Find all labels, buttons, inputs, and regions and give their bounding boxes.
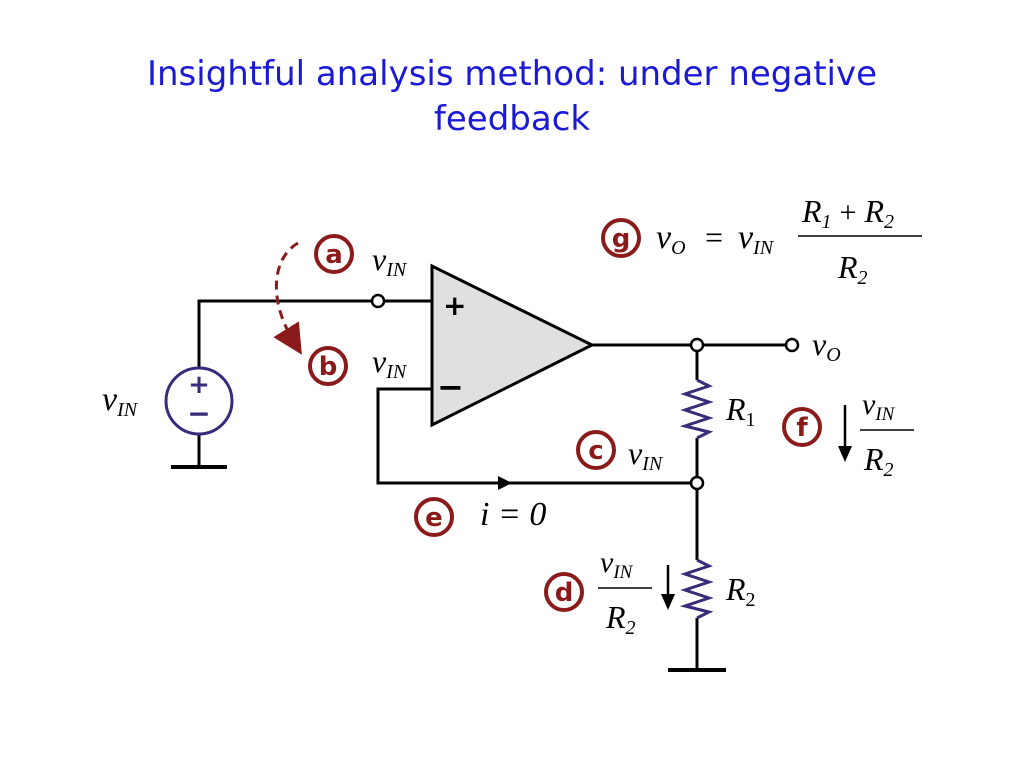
resistor-r2	[679, 558, 714, 620]
wire-source-to-noninv	[197, 299, 372, 368]
title-line-1: Insightful analysis method: under negati…	[146, 54, 878, 94]
output-label: vO	[812, 326, 841, 366]
a-to-b-arrow-icon	[273, 241, 302, 355]
op-amp-triangle	[430, 263, 596, 428]
feedback-arrow-icon	[498, 476, 512, 490]
d-arrow-icon	[661, 594, 675, 610]
svg-text:g: g	[612, 224, 631, 254]
eq-numerator: R1+R2	[801, 193, 894, 233]
resistor-r1	[679, 378, 714, 440]
wire-feedback	[376, 387, 691, 485]
node-feedback	[689, 475, 705, 491]
eq-lhs: vO	[656, 219, 686, 259]
node-label: vIN	[628, 435, 664, 475]
svg-text:a: a	[325, 240, 343, 270]
svg-text:d: d	[555, 578, 574, 608]
d-denominator: R2	[605, 599, 636, 639]
op-amp-plus: +	[443, 289, 466, 322]
gain-equation: vO = vIN R1+R2 R2	[656, 193, 922, 289]
r1-label: R1	[725, 391, 756, 431]
svg-text:b: b	[319, 352, 338, 382]
f-numerator: vIN	[862, 388, 896, 425]
node-output	[689, 337, 705, 353]
step-badge-c: c	[576, 430, 616, 470]
step-badges: a b c d e f g	[308, 218, 822, 612]
voltage-source: + −	[164, 366, 234, 436]
title-line-2: feedback	[433, 99, 591, 139]
slide-title: Insightful analysis method: under negati…	[0, 52, 1024, 142]
step-badge-g: g	[601, 218, 641, 258]
eq-rhs: vIN	[738, 219, 775, 259]
svg-text:c: c	[588, 436, 603, 466]
r2-label: R2	[725, 571, 756, 611]
source-plus: +	[188, 370, 210, 400]
eq-denominator: R2	[837, 249, 868, 289]
f-arrow-icon	[838, 446, 852, 462]
current-label: i = 0	[480, 496, 546, 533]
step-badge-f: f	[782, 407, 822, 447]
step-badge-d: d	[544, 572, 584, 612]
wires	[171, 299, 786, 672]
f-denominator: R2	[863, 441, 894, 481]
source-minus: −	[187, 397, 210, 430]
terminal-noninv	[370, 293, 386, 309]
noninv-label: vIN	[372, 241, 408, 281]
terminal-output	[784, 337, 800, 353]
inv-label: vIN	[372, 343, 408, 383]
source-circle	[164, 366, 234, 436]
step-badge-a: a	[314, 234, 354, 274]
op-amp: + −	[430, 263, 596, 428]
step-badge-b: b	[308, 346, 348, 386]
svg-text:f: f	[796, 413, 808, 443]
step-badge-e: e	[414, 497, 454, 537]
op-amp-minus: −	[437, 368, 464, 406]
source-label: vIN	[102, 381, 139, 421]
eq-equals: =	[705, 219, 723, 255]
d-numerator: vIN	[600, 546, 634, 583]
svg-text:e: e	[425, 503, 443, 533]
